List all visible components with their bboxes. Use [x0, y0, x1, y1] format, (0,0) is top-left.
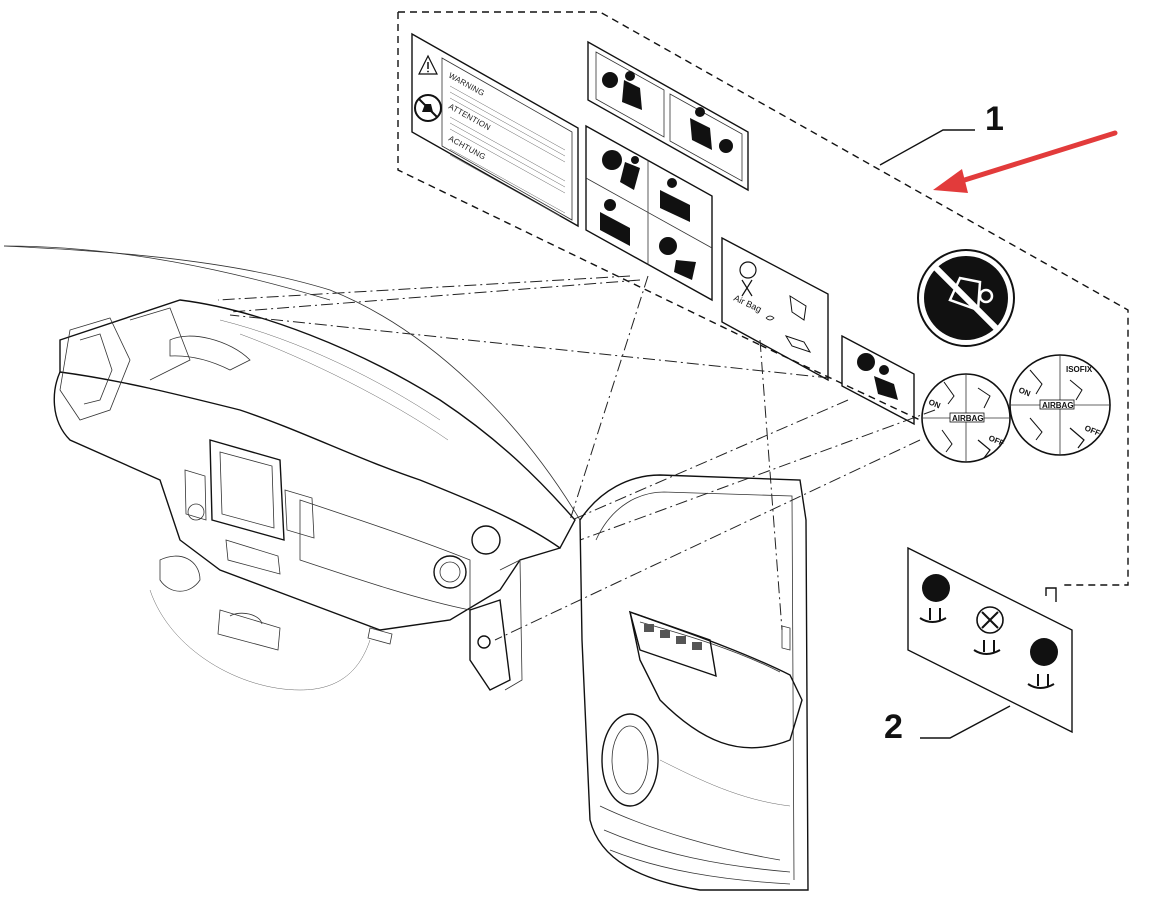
callout-2[interactable]: 2: [884, 705, 1011, 746]
airbag-panel-text: Air Bag: [732, 293, 763, 315]
occupied-seat-icon-1: [919, 574, 950, 623]
warning-text-lines: [449, 85, 566, 217]
warning-line-3: ACHTUNG: [447, 134, 487, 162]
airbag-person-icon: [857, 353, 898, 400]
no-seat-disc-label: [917, 249, 1015, 347]
disc-left-on: ON: [927, 398, 942, 411]
small-airbag-label: [841, 334, 915, 426]
window-switch-icons: [644, 624, 702, 650]
airbag-onoff-disc-left: ON AIRBAG OFF: [921, 373, 1011, 463]
no-child-seat-icon: [414, 94, 442, 122]
airbag-onoff-disc-right: ISOFIX ON AIRBAG OFF: [1009, 354, 1111, 456]
seatbelt-person-icon: [602, 71, 642, 110]
child-seat-icon: [948, 276, 994, 312]
callout-1[interactable]: 1: [879, 100, 1004, 166]
warning-label: WARNING ATTENTION ACHTUNG: [411, 32, 579, 228]
warning-triangle-icon: [418, 54, 438, 75]
airbag-panel-label: Air Bag: [721, 236, 829, 382]
callout-1-number: 1: [985, 100, 1004, 138]
red-arrow-icon: [933, 130, 1118, 193]
disc-right-isofix: ISOFIX: [1066, 365, 1093, 374]
seat-icon-left-bottom: [941, 429, 991, 459]
airbag-module-icon: [765, 315, 812, 353]
seatbelt-label-pair: [587, 40, 749, 192]
seated-person-icon-2: [600, 199, 630, 246]
seatbelt-person-icon-2: [690, 107, 733, 153]
airbag-deploy-icon-1: [602, 150, 640, 190]
leader-lines: [217, 275, 936, 641]
seat-icon-left-top: [943, 381, 991, 409]
disc-left-airbag: AIRBAG: [952, 414, 984, 423]
callout-2-number: 2: [884, 708, 903, 746]
dashboard-assembly: [3, 245, 581, 691]
airbag-figure-icon: [739, 261, 807, 321]
occupied-seat-icon-2: [1027, 638, 1058, 689]
airbag-deploy-icon-2: [659, 237, 696, 280]
disabled-seat-icon: [973, 606, 1004, 655]
seated-person-icon-1: [660, 178, 690, 222]
door-trim-panel: [579, 474, 809, 891]
disc-right-airbag: AIRBAG: [1042, 401, 1074, 410]
warning-line-1: WARNING: [447, 71, 486, 98]
seat-icon-right: [1029, 369, 1085, 449]
seat-status-label: [907, 546, 1073, 734]
disc-right-on: ON: [1017, 386, 1032, 399]
airbag-label-quad: [585, 124, 713, 302]
kit-1-boundary: [397, 11, 1129, 586]
